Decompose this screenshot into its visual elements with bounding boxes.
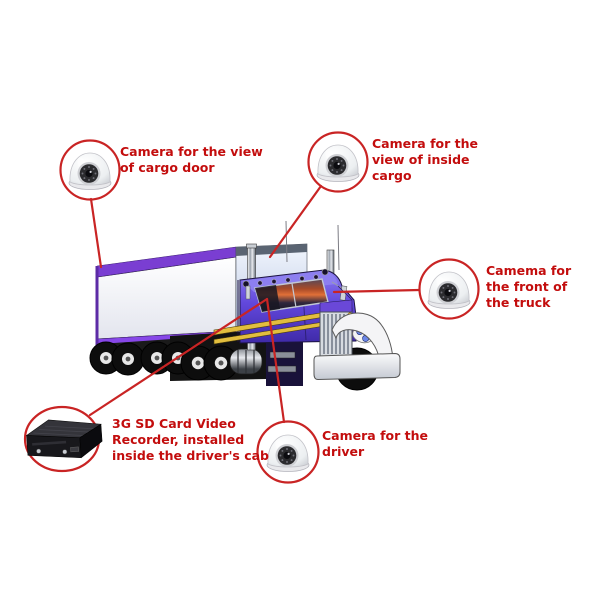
leader-line-driver-camera <box>265 297 286 424</box>
label-line: Camera for the <box>372 136 478 151</box>
dome-camera-icon <box>427 271 471 309</box>
label-line: the truck <box>486 295 551 310</box>
highlight-circle-front-camera <box>418 258 480 320</box>
cab-steps <box>266 336 303 386</box>
label-line: 3G SD Card Video <box>112 416 236 431</box>
label-line: Camera for the view <box>120 144 263 159</box>
label-video-recorder: 3G SD Card Video Recorder, installed ins… <box>112 416 269 464</box>
drive-wheels <box>180 345 239 381</box>
label-cargo-door-camera: Camera for the view of cargo door <box>120 144 263 176</box>
dome-camera-icon <box>266 434 310 472</box>
annotation-layer <box>23 131 480 484</box>
dome-camera-icon <box>316 144 360 182</box>
label-line: cargo <box>372 168 412 183</box>
fuel-tank <box>229 348 263 375</box>
label-inside-cargo-camera: Camera for the view of inside cargo <box>372 136 478 184</box>
label-line: driver <box>322 444 365 459</box>
cab <box>213 268 401 381</box>
label-line: Camema for <box>486 263 572 278</box>
leader-line-front-camera <box>332 288 421 294</box>
label-line: of cargo door <box>120 160 215 175</box>
label-driver-camera: Camera for the driver <box>322 428 428 460</box>
leader-line-inside-cargo <box>268 184 323 259</box>
highlight-circle-cargo-door <box>59 139 121 201</box>
label-line: Camera for the <box>322 428 428 443</box>
leader-line-cargo-door <box>89 197 103 269</box>
leader-line-recorder <box>88 297 269 417</box>
label-line: inside the driver's cab <box>112 448 269 463</box>
highlight-circle-driver-camera <box>256 420 320 484</box>
dvr-recorder-icon <box>25 419 103 459</box>
dome-camera-icon <box>68 152 112 190</box>
label-line: the front of <box>486 279 568 294</box>
label-front-camera: Camema for the front of the truck <box>486 263 571 311</box>
antennas <box>285 220 340 271</box>
semi-truck-illustration <box>89 220 401 391</box>
label-line: Recorder, installed <box>112 432 245 447</box>
highlight-circle-inside-cargo <box>307 131 369 193</box>
roof-marker-lights <box>242 268 329 288</box>
label-line: view of inside <box>372 152 470 167</box>
front-bumper <box>313 352 401 381</box>
